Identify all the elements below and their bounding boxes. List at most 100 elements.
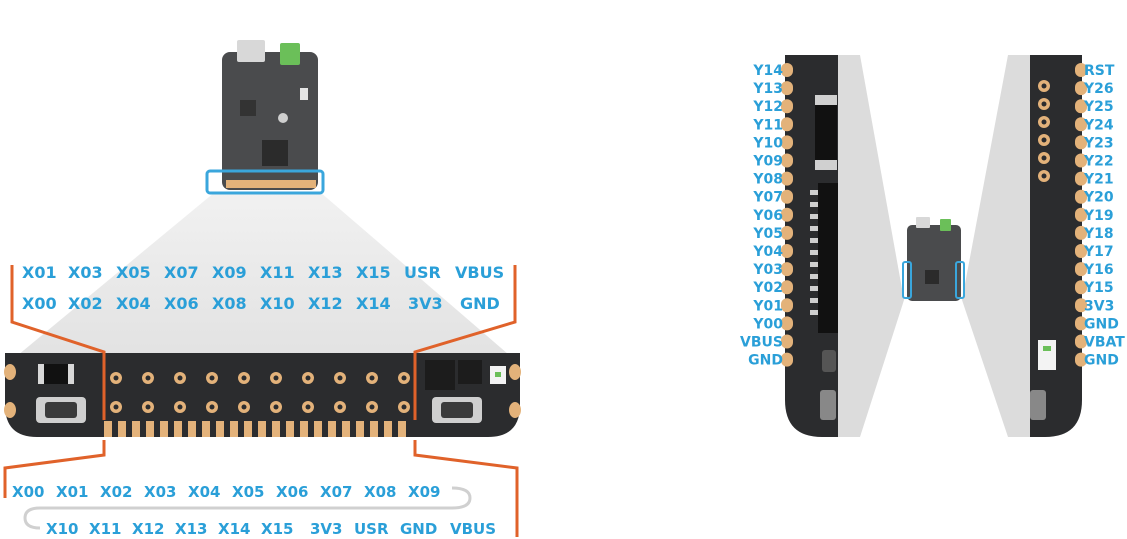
header-pin-label: USR <box>404 263 441 282</box>
side-pin-label: Y02 <box>752 280 783 296</box>
side-pad <box>1075 117 1087 132</box>
edge-pin-label: X00 <box>12 483 44 501</box>
header-pin-label: X03 <box>68 263 103 282</box>
side-pad <box>1075 171 1087 186</box>
side-pin-label: Y05 <box>752 226 783 242</box>
header-labels-top: X01 X03 X05 X07 X09 X11 X13 X15 USR VBUS <box>22 263 504 282</box>
zoom-fan <box>12 192 515 360</box>
edge-pin-label: X12 <box>132 520 164 538</box>
header-pin-label: X05 <box>116 263 151 282</box>
header-pin-label: X09 <box>212 263 247 282</box>
edge-pin-label: X13 <box>175 520 207 538</box>
left-edge-board <box>785 55 838 437</box>
side-pin-label: Y11 <box>752 117 783 133</box>
edge-pin-label: X15 <box>261 520 293 538</box>
side-pad <box>1075 207 1087 222</box>
side-pad <box>781 81 793 96</box>
side-pin-label: Y23 <box>1083 135 1114 151</box>
header-pin-label: X08 <box>212 294 247 313</box>
side-pin-label: RST <box>1084 63 1115 79</box>
left-side-pads <box>781 63 793 367</box>
side-pad <box>1075 334 1087 349</box>
side-pad <box>781 280 793 295</box>
edge-pin-label: GND <box>400 520 437 538</box>
edge-pin-label: X03 <box>144 483 176 501</box>
edge-pin-label: X11 <box>89 520 121 538</box>
side-pad <box>781 153 793 168</box>
edge-pin-label: X02 <box>100 483 132 501</box>
side-pin-label: Y08 <box>752 172 783 188</box>
side-pin-label: 3V3 <box>1084 298 1114 314</box>
side-pin-label: Y20 <box>1083 190 1114 206</box>
side-pad <box>781 135 793 150</box>
edge-pin-label: X06 <box>276 483 308 501</box>
header-pin-label: X02 <box>68 294 103 313</box>
side-pin-label: Y16 <box>1083 262 1114 278</box>
board-thumbnail-left <box>205 40 325 195</box>
header-pin-label: 3V3 <box>408 294 443 313</box>
leader-lines <box>3 265 519 537</box>
side-pad <box>1075 153 1087 168</box>
zoom-wedge-right <box>962 55 1030 437</box>
edge-pin-label: X05 <box>232 483 264 501</box>
edge-pin-label: VBUS <box>450 520 496 538</box>
header-pin-label: VBUS <box>455 263 504 282</box>
edge-pin-label: X01 <box>56 483 88 501</box>
header-pin-label: X00 <box>22 294 57 313</box>
side-pin-label: Y25 <box>1083 99 1114 115</box>
side-pin-label: Y21 <box>1083 172 1114 188</box>
side-pin-label: VBAT <box>1084 335 1125 351</box>
header-pin-label: X14 <box>356 294 391 313</box>
header-pin-label: GND <box>460 294 500 313</box>
side-pad <box>1075 280 1087 295</box>
side-pin-label: Y00 <box>752 316 783 332</box>
edge-pin-label: X08 <box>364 483 396 501</box>
edge-pin-label: X14 <box>218 520 250 538</box>
side-pad <box>781 189 793 204</box>
side-pin-label: GND <box>1084 316 1119 332</box>
edge-pin-label: X07 <box>320 483 352 501</box>
side-pin-label: VBUS <box>740 335 783 351</box>
side-pad <box>781 225 793 240</box>
side-pad <box>1075 262 1087 277</box>
edge-labels-row1: X00 X01 X02 X03 X04 X05 X06 X07 X08 X09 <box>12 483 440 501</box>
side-pad <box>1075 81 1087 96</box>
edge-pin-label: X10 <box>46 520 78 538</box>
edge-pin-label: X09 <box>408 483 440 501</box>
side-pad <box>1075 316 1087 331</box>
side-pin-label: Y03 <box>752 262 783 278</box>
right-edge-board <box>1030 55 1082 437</box>
header-highlight-box <box>205 169 325 195</box>
edge-labels-row2: X10 X11 X12 X13 X14 X15 3V3 USR GND VBUS <box>46 520 496 538</box>
header-pin-label: X07 <box>164 263 199 282</box>
side-pad <box>781 99 793 114</box>
side-pad <box>781 262 793 277</box>
side-pin-label: Y18 <box>1083 226 1114 242</box>
header-labels-bottom: X00 X02 X04 X06 X08 X10 X12 X14 3V3 GND <box>22 294 500 313</box>
side-pin-label: Y10 <box>752 135 783 151</box>
header-pin-label: X10 <box>260 294 295 313</box>
header-pin-label: X11 <box>260 263 295 282</box>
side-pad <box>781 316 793 331</box>
side-highlight-left <box>902 261 912 299</box>
side-pin-label: Y07 <box>752 190 783 206</box>
side-pad <box>781 63 793 77</box>
side-pad <box>1075 99 1087 114</box>
side-pin-label: Y06 <box>752 208 783 224</box>
board-strip <box>4 353 521 437</box>
side-pad <box>1075 135 1087 150</box>
side-pin-label: Y19 <box>1083 208 1114 224</box>
side-pin-label: Y22 <box>1083 154 1114 170</box>
zoom-wedge-left <box>838 55 904 437</box>
right-side-labels: RSTY26Y25Y24Y23Y22Y21Y20Y19Y18Y17Y16Y153… <box>1083 63 1125 369</box>
header-pin-label: X06 <box>164 294 199 313</box>
edge-pin-label: X04 <box>188 483 220 501</box>
header-pin-label: X04 <box>116 294 151 313</box>
side-pad <box>781 352 793 367</box>
side-pin-label: Y26 <box>1083 81 1114 97</box>
edge-pin-label: USR <box>354 520 389 538</box>
board-thumbnail-right <box>902 217 965 301</box>
side-pin-label: Y17 <box>1083 244 1114 260</box>
right-side-pads <box>1075 63 1087 367</box>
